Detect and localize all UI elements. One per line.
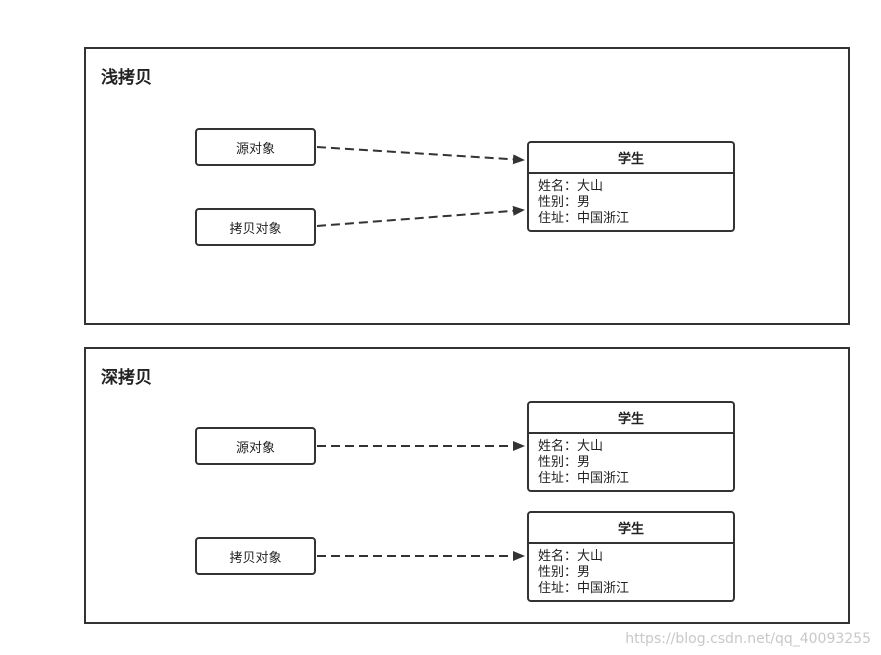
student-fields: 姓名：大山 性别：男 住址：中国浙江	[529, 434, 733, 487]
deep-copy-student-object: 学生 姓名：大山 性别：男 住址：中国浙江	[527, 511, 735, 602]
student-field-address: 住址：中国浙江	[538, 471, 630, 486]
deep-copy-title: 深拷贝	[101, 368, 152, 388]
shallow-source-object-box: 源对象	[195, 128, 316, 166]
student-field-name: 姓名：大山	[538, 179, 604, 194]
student-field-name: 姓名：大山	[538, 549, 604, 564]
shallow-copy-object-box: 拷贝对象	[195, 208, 316, 246]
student-field-address: 住址：中国浙江	[538, 581, 630, 596]
deep-copy-panel: 深拷贝	[84, 347, 850, 624]
student-class-header: 学生	[529, 143, 733, 174]
student-field-gender: 性别：男	[538, 195, 591, 210]
student-field-gender: 性别：男	[538, 565, 591, 580]
shallow-copy-title: 浅拷贝	[101, 68, 152, 88]
deep-copy-object-box: 拷贝对象	[195, 537, 316, 575]
shallow-student-object: 学生 姓名：大山 性别：男 住址：中国浙江	[527, 141, 735, 232]
student-field-address: 住址：中国浙江	[538, 211, 630, 226]
student-fields: 姓名：大山 性别：男 住址：中国浙江	[529, 174, 733, 227]
student-field-gender: 性别：男	[538, 455, 591, 470]
student-fields: 姓名：大山 性别：男 住址：中国浙江	[529, 544, 733, 597]
student-field-name: 姓名：大山	[538, 439, 604, 454]
watermark: https://blog.csdn.net/qq_40093255	[625, 631, 871, 647]
shallow-copy-panel: 浅拷贝	[84, 47, 850, 325]
deep-source-object-box: 源对象	[195, 427, 316, 465]
student-class-header: 学生	[529, 513, 733, 544]
deep-source-student-object: 学生 姓名：大山 性别：男 住址：中国浙江	[527, 401, 735, 492]
student-class-header: 学生	[529, 403, 733, 434]
